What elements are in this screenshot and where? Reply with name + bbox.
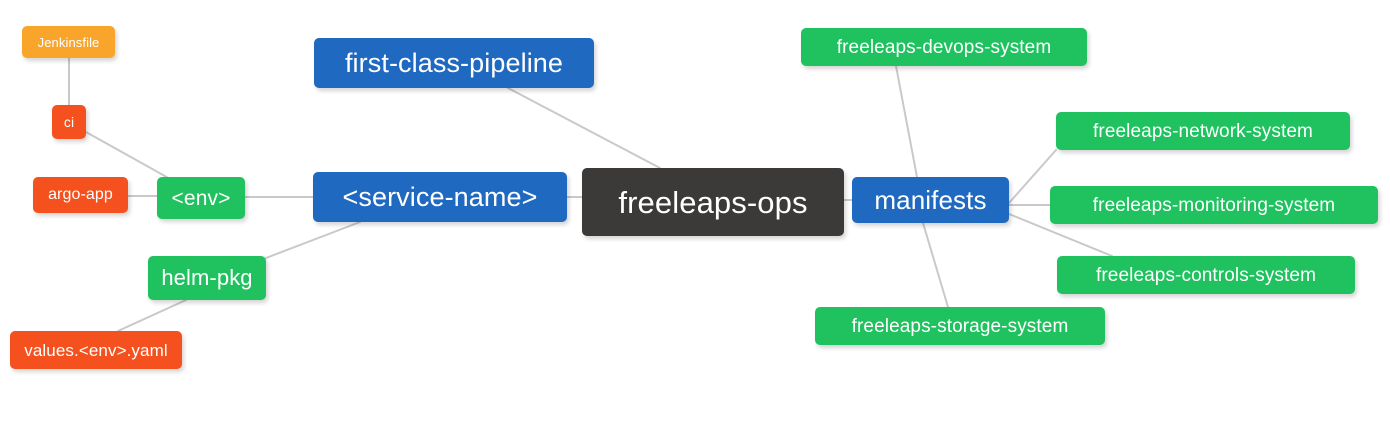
mindmap-node-ci[interactable]: ci [52, 105, 86, 139]
mindmap-node-helm-pkg[interactable]: helm-pkg [148, 256, 266, 300]
edge-manifests-to-freeleaps-network-system [1008, 149, 1057, 204]
mindmap-node-label: freeleaps-monitoring-system [1092, 194, 1336, 216]
mindmap-node-label: manifests [874, 185, 987, 215]
mindmap-node-label: freeleaps-ops [618, 184, 808, 220]
mindmap-node-manifests[interactable]: manifests [852, 177, 1009, 223]
edge-helm-pkg-to-service-name [265, 221, 361, 259]
mindmap-node-label: <env> [171, 186, 231, 210]
mindmap-node-argo-app[interactable]: argo-app [33, 177, 128, 213]
mindmap-node-freeleaps-network-system[interactable]: freeleaps-network-system [1056, 112, 1350, 150]
mindmap-node-env[interactable]: <env> [157, 177, 245, 219]
mindmap-node-label: <service-name> [342, 181, 538, 212]
edge-first-class-pipeline-to-freeleaps-ops [507, 87, 661, 169]
mindmap-node-label: ci [63, 114, 75, 130]
mindmap-node-label: argo-app [48, 186, 113, 203]
mindmap-node-values-yaml[interactable]: values.<env>.yaml [10, 331, 182, 369]
edge-manifests-to-freeleaps-storage-system [922, 222, 949, 308]
mindmap-node-label: Jenkinsfile [37, 34, 100, 50]
mindmap-node-label: first-class-pipeline [344, 47, 564, 78]
mindmap-node-label: values.<env>.yaml [24, 340, 168, 360]
edge-ci-to-env [85, 131, 173, 181]
mindmap-node-label: freeleaps-storage-system [851, 315, 1069, 337]
mindmap-node-freeleaps-controls-system[interactable]: freeleaps-controls-system [1057, 256, 1355, 294]
mindmap-node-label: freeleaps-devops-system [836, 36, 1052, 58]
mindmap-node-freeleaps-devops-system[interactable]: freeleaps-devops-system [801, 28, 1087, 66]
mindmap-node-freeleaps-ops[interactable]: freeleaps-ops [582, 168, 844, 236]
mindmap-node-service-name[interactable]: <service-name> [313, 172, 567, 222]
mindmap-node-label: freeleaps-network-system [1093, 120, 1313, 142]
mindmap-node-freeleaps-monitoring-system[interactable]: freeleaps-monitoring-system [1050, 186, 1378, 224]
edge-manifests-to-freeleaps-devops-system [895, 65, 918, 178]
mindmap-node-jenkinsfile[interactable]: Jenkinsfile [22, 26, 115, 58]
mindmap-node-label: freeleaps-controls-system [1095, 264, 1317, 286]
edge-values-yaml-to-helm-pkg [117, 299, 187, 332]
mindmap-node-first-class-pipeline[interactable]: first-class-pipeline [314, 38, 594, 88]
mindmap-node-freeleaps-storage-system[interactable]: freeleaps-storage-system [815, 307, 1105, 345]
mindmap-node-label: helm-pkg [161, 265, 253, 290]
